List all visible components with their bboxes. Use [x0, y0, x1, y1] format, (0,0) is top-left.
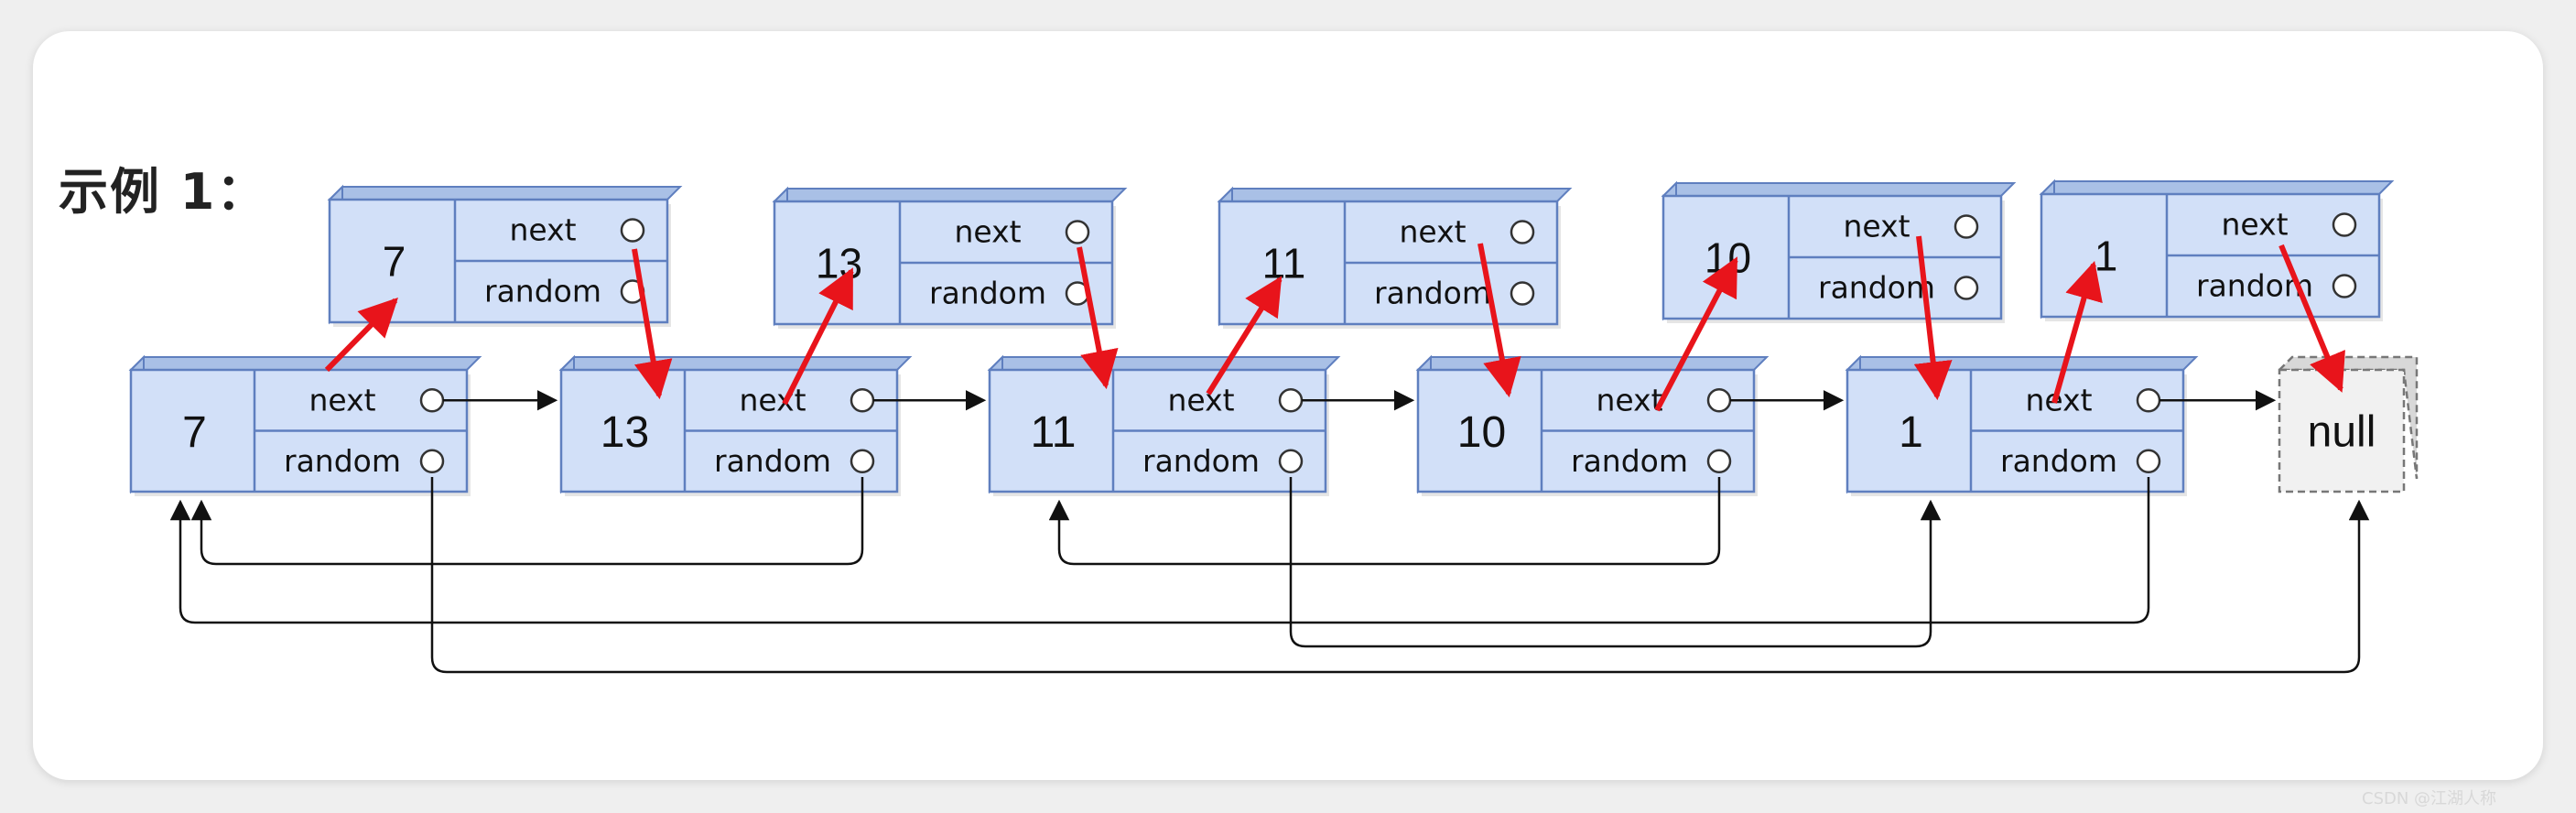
node-7-random-label: random — [284, 443, 401, 479]
node-1-value: 1 — [1899, 408, 1923, 457]
copy-node-10-top-face — [1661, 182, 2017, 197]
random-arrow-1-to-7 — [169, 477, 2150, 624]
copy-node-10-next-label: next — [1843, 209, 1910, 244]
red-arrow-copy1-next-to-null — [2278, 244, 2345, 393]
copy-node-11-next-label: next — [1399, 214, 1466, 250]
node-7-top-face — [128, 356, 482, 371]
node-11: 11 next random — [987, 354, 1341, 496]
node-1-random-label: random — [2000, 443, 2117, 479]
copy-node-11: 11 next random — [1217, 186, 1573, 329]
node-10-top-face — [1415, 356, 1770, 371]
node-13-random-label: random — [714, 443, 831, 479]
red-arrow-node11-to-copy11 — [1206, 276, 1283, 396]
copy-node-13-next-label: next — [954, 214, 1021, 250]
node-10-next-label: next — [1596, 382, 1662, 417]
copy-node-11-random-port — [1510, 281, 1535, 306]
red-arrow-node7-to-copy7 — [324, 298, 398, 373]
red-arrow-copy10-next-to-node1 — [1913, 235, 1953, 401]
copy-node-10-random-label: random — [1818, 270, 1935, 306]
copy-node-13-next-port — [1065, 220, 1090, 244]
copy-node-1-value: 1 — [2094, 233, 2118, 280]
node-10-random-label: random — [1571, 443, 1688, 479]
random-arrow-10-to-11 — [1048, 477, 1721, 566]
copy-node-13-random-label: random — [929, 276, 1046, 311]
copy-node-11-random-label: random — [1374, 276, 1491, 311]
node-7-next-port — [419, 388, 445, 413]
node-11-value: 11 — [1031, 408, 1077, 457]
node-7-random-port — [419, 449, 445, 473]
copy-node-7-next-port — [620, 218, 645, 243]
red-arrow-copy13-next-to-node11 — [1077, 246, 1119, 390]
random-arrow-11-to-1 — [1289, 477, 1942, 648]
node-13: 13 next random — [558, 354, 913, 496]
node-11-random-port — [1278, 449, 1304, 473]
red-arrow-node13-to-copy13 — [782, 267, 854, 406]
node-1-random-port — [2136, 449, 2161, 473]
node-11-next-port — [1278, 388, 1304, 413]
copy-node-7-top-face — [327, 186, 683, 201]
copy-node-1-random-port — [2332, 274, 2357, 298]
copy-node-7-next-label: next — [509, 212, 576, 248]
node-7: 7 next random — [128, 354, 482, 496]
random-arrow-7-to-null — [430, 477, 2370, 674]
node-7-next-label: next — [308, 382, 375, 417]
null-node: null — [2276, 355, 2419, 493]
node-13-random-port — [850, 449, 875, 473]
original-nodes-layer: 7nextrandom13nextrandom11nextrandom10nex… — [128, 354, 2419, 496]
watermark: CSDN @江湖人称 — [2362, 789, 2497, 808]
node-13-top-face — [558, 356, 913, 371]
copy-node-1-top-face — [2039, 180, 2395, 195]
node-10-value: 10 — [1457, 408, 1506, 457]
example-title: 示例 1： — [59, 163, 268, 221]
copy-node-11-next-port — [1510, 220, 1535, 244]
node-11-random-label: random — [1142, 443, 1260, 479]
pointer-links-layer — [169, 390, 2370, 674]
copy-mapping-arrows-layer — [324, 235, 2345, 412]
node-13-value: 13 — [601, 408, 649, 457]
red-arrow-node1-to-copy1 — [2051, 260, 2103, 404]
node-10-next-port — [1706, 388, 1732, 413]
copy-node-7-value: 7 — [383, 238, 406, 286]
copy-node-7: 7 next random — [327, 184, 683, 327]
copy-node-10-random-port — [1954, 276, 1979, 300]
random-arrow-13-to-7 — [190, 477, 864, 566]
copy-node-11-top-face — [1217, 188, 1573, 202]
copy-node-13-value: 13 — [816, 240, 862, 287]
node-7-value: 7 — [182, 408, 207, 457]
node-11-next-label: next — [1167, 382, 1234, 417]
node-11-top-face — [987, 356, 1341, 371]
node-10-random-port — [1706, 449, 1732, 473]
node-10: 10 next random — [1415, 354, 1770, 496]
red-arrow-copy7-next-to-node13 — [632, 248, 673, 400]
copy-node-13: 13 next random — [772, 186, 1128, 329]
copy-node-13-top-face — [772, 188, 1128, 202]
copy-node-10-next-port — [1954, 214, 1979, 239]
node-13-next-port — [850, 388, 875, 413]
node-1-top-face — [1845, 356, 2199, 371]
copy-node-1-next-port — [2332, 212, 2357, 237]
red-arrow-node10-to-copy10 — [1654, 256, 1738, 412]
null-node-label: null — [2308, 408, 2376, 457]
red-arrow-copy11-next-to-node10 — [1477, 243, 1521, 398]
node-13-next-label: next — [739, 382, 806, 417]
copy-node-1-next-label: next — [2221, 207, 2288, 243]
copy-node-7-random-label: random — [484, 274, 601, 309]
copy-node-11-value: 11 — [1262, 240, 1306, 287]
node-1-next-port — [2136, 388, 2161, 413]
